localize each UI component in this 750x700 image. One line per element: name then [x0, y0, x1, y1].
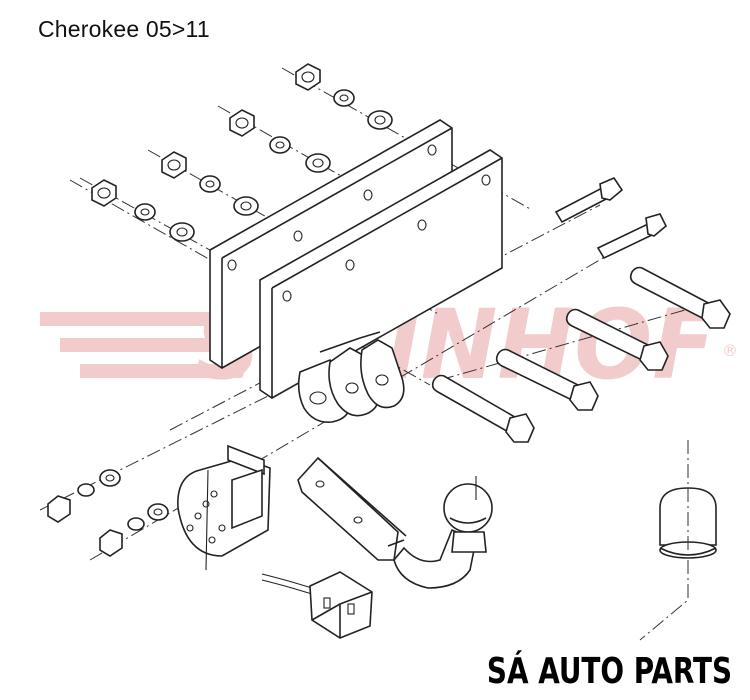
nut-washer-set-6: [99, 503, 169, 557]
socket-mounting-plate: [177, 444, 271, 571]
bolt-long-4: [431, 374, 535, 443]
bolt-long-1: [629, 266, 731, 329]
bolt-long-3: [495, 348, 599, 411]
diagram-title: Cherokee 05>11: [38, 16, 210, 42]
nut-washer-set-3: [161, 151, 259, 216]
nut-washer-set-2: [229, 109, 331, 173]
watermark-swoosh-icon: [40, 312, 244, 378]
watermark-registered-mark: ®: [722, 341, 738, 360]
shop-brand-label: SÁ AUTO PARTS: [486, 651, 732, 692]
mounting-plate-front: [259, 149, 503, 399]
bolt-small-2: [596, 213, 667, 260]
bolt-long-2: [565, 308, 669, 371]
bolt-small-1: [554, 177, 624, 224]
tow-ball: [443, 476, 493, 553]
ball-cover-cap: [639, 440, 717, 641]
nut-washer-set-4: [91, 179, 195, 242]
hitch-bracket: [297, 331, 405, 424]
nut-washer-set-5: [47, 469, 121, 523]
electrical-socket-connector: [261, 571, 373, 639]
nut-washer-set-1: [295, 63, 393, 130]
